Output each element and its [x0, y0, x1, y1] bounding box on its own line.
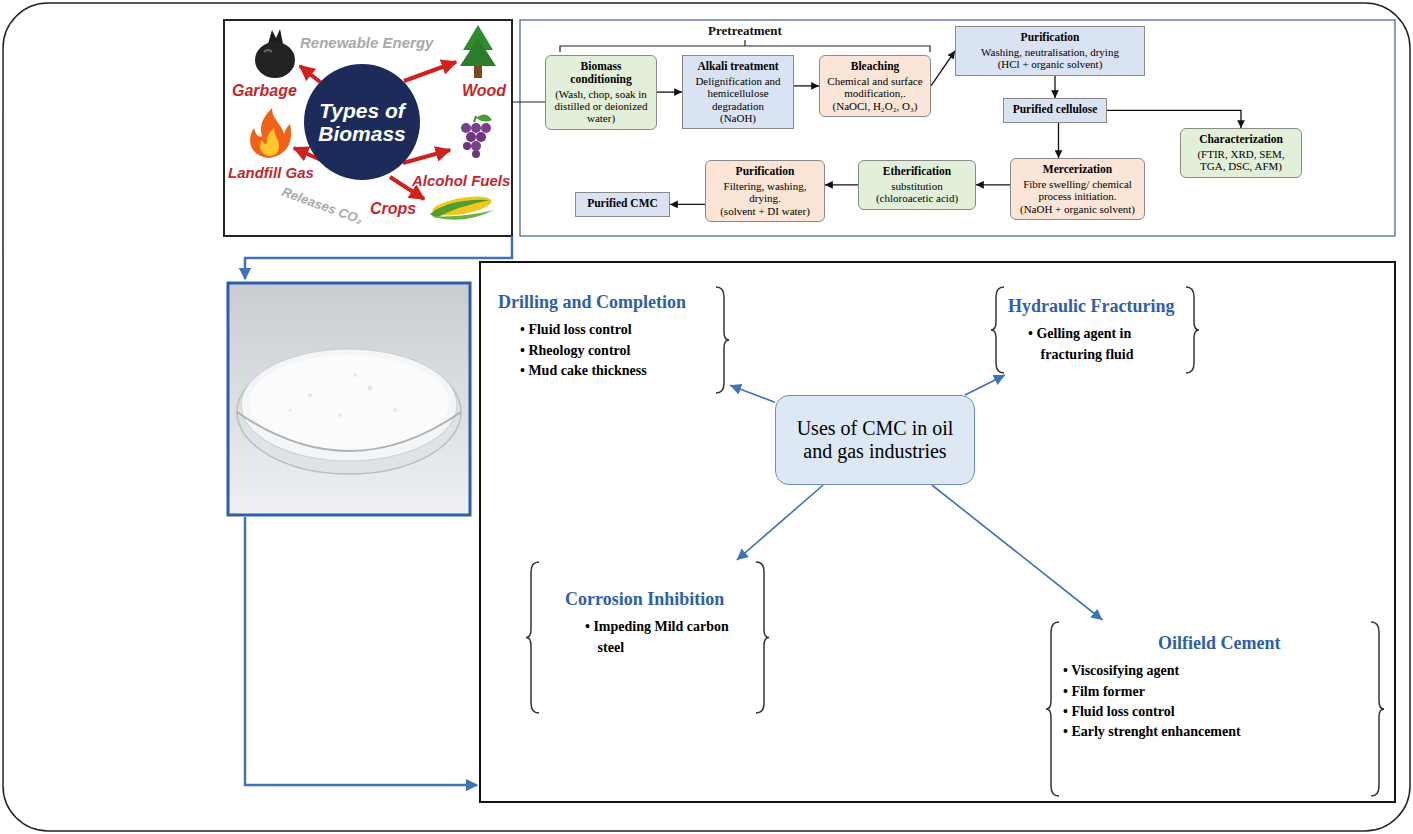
bracket-line: [991, 287, 1199, 373]
bracket-outline: [525, 560, 770, 715]
node-heading: Bleaching: [825, 60, 925, 73]
connector-arrow: [931, 51, 955, 86]
bullet-item: • Gelling agent in fracturing fluid: [1028, 324, 1182, 365]
node-heading: Characterization: [1186, 133, 1296, 146]
bullet-item: • Early strenght enhancement: [1063, 722, 1363, 742]
bracket-line: [716, 287, 729, 393]
center-box: Uses of CMC in oil and gas industries: [775, 395, 975, 485]
node-heading: Mercerization: [1016, 163, 1139, 176]
biomass-label: Landfill Gas: [228, 164, 314, 181]
node-heading: Purified cellulose: [1009, 103, 1101, 116]
process-box: PurificationWashing, neutralisation, dry…: [955, 26, 1145, 76]
connector-arrow: [1107, 110, 1241, 128]
node-text: Fibre swelling/ chemical process initiat…: [1016, 178, 1139, 203]
connector-arrow: [825, 184, 858, 185]
node-heading: Purification: [711, 165, 819, 178]
connector-arrow: [657, 91, 682, 92]
corn-icon: [430, 193, 494, 220]
node-heading: Uses of CMC in oil and gas industries: [786, 417, 964, 463]
tree-icon: [460, 25, 496, 78]
process-box: PurificationFiltering, washing, drying.(…: [705, 160, 825, 222]
node-text: Filtering, washing, drying.: [711, 180, 819, 205]
bullet-item: • Impeding Mild carbon steel: [585, 617, 752, 658]
process-box: Characterization (FTIR, XRD, SEM, TGA, DS…: [1180, 128, 1302, 178]
use-group: Drilling and Completion • Fluid loss cont…: [490, 285, 730, 395]
connector-arrow: [670, 204, 705, 205]
process-box: Alkali treatmentDelignification and hemi…: [682, 55, 794, 129]
process-box: Etherification substitution(chloroacetic …: [858, 160, 976, 210]
use-group: Hydraulic Fracturing • Gelling agent in f…: [990, 285, 1200, 375]
node-text: (NaOH + organic solvent): [1016, 203, 1139, 215]
bullet-item: • Mud cake thickness: [520, 361, 704, 381]
node-heading: Purification: [961, 31, 1139, 44]
watermark-text: Renewable Energy: [300, 34, 433, 51]
node-heading: Biomass conditioning: [551, 60, 651, 86]
use-group: Corrosion Inhibition • Impeding Mild carb…: [525, 560, 770, 715]
garbage-icon: [255, 29, 295, 78]
biomass-label: Wood: [462, 82, 506, 100]
use-group: Oilfield Cement • Viscosifying agent• Fil…: [1045, 620, 1385, 798]
node-text: (solvent + DI water): [711, 205, 819, 217]
red-arrow: [300, 66, 320, 82]
grapes-icon: [461, 114, 492, 158]
bullet-item: • Film former: [1063, 682, 1363, 702]
node-text: Delignification and hemicellulose degrad…: [688, 75, 788, 112]
biomass-label: Crops: [370, 200, 416, 218]
outer-frame: [3, 3, 1410, 831]
connector-arrow: [976, 184, 1010, 185]
process-box: BleachingChemical and surface modificati…: [819, 55, 931, 117]
node-text: (Wash, chop, soak in distilled or deioni…: [551, 88, 651, 125]
biomass-label: Garbage: [232, 82, 297, 100]
node-heading: Corrosion Inhibition: [565, 588, 752, 611]
process-box: Purified cellulose: [1003, 98, 1107, 123]
node-text: (NaOH): [688, 112, 788, 124]
process-box: Biomass conditioning(Wash, chop, soak in…: [545, 55, 657, 130]
biomass-panel: [224, 20, 512, 236]
node-text: Washing, neutralisation, drying: [961, 46, 1139, 58]
bullet-item: • Viscosifying agent: [1063, 661, 1363, 681]
node-heading: Hydraulic Fracturing: [1008, 295, 1182, 318]
fire-icon: [250, 108, 291, 158]
node-text: (chloroacetic acid): [864, 192, 970, 204]
bullet-item: • Rheology control: [520, 341, 704, 361]
connector-arrow: [932, 485, 1103, 620]
red-arrow: [404, 62, 456, 81]
node-text: (HCl + organic solvent): [961, 58, 1139, 70]
node-text: (FTIR, XRD, SEM, TGA, DSC, AFM): [1186, 148, 1296, 173]
group-label: Pretreatment: [645, 23, 845, 39]
process-box: Purified CMC: [575, 192, 670, 217]
node-text: (NaOCl, H₂O₂, O₃): [825, 100, 925, 112]
node-text: Chemical and surface modification,.: [825, 75, 925, 100]
biomass-circle: Types of Biomass: [304, 64, 420, 180]
flow-line: [245, 236, 512, 279]
process-box: MercerizationFibre swelling/ chemical pr…: [1010, 158, 1145, 220]
cmc-powder-photo: [228, 283, 470, 515]
flow-line: [245, 517, 477, 785]
biomass-label: Alcohol Fuels: [412, 172, 510, 189]
connector-arrow: [1054, 76, 1055, 99]
connector-arrow: [965, 375, 1005, 395]
uses-panel: [480, 262, 1395, 802]
node-text: substitution: [864, 180, 970, 192]
connector-arrow: [730, 385, 775, 402]
node-heading: Oilfield Cement: [1158, 632, 1363, 655]
node-heading: Purified CMC: [581, 197, 664, 210]
connector-arrow: [794, 85, 819, 86]
node-heading: Alkali treatment: [688, 60, 788, 73]
bracket-line: [1046, 622, 1384, 796]
bullet-item: • Fluid loss control: [520, 320, 704, 340]
pretreatment-bracket: [560, 40, 930, 52]
bullet-item: • Fluid loss control: [1063, 702, 1363, 722]
process-panel: [520, 20, 1395, 236]
panel-link: [512, 101, 545, 102]
connector-arrow: [1058, 123, 1059, 158]
watermark-text: Releases CO₂: [280, 184, 364, 227]
node-heading: Types of Biomass: [312, 99, 412, 145]
bracket-line: [526, 562, 769, 713]
node-heading: Etherification: [864, 165, 970, 178]
connector-arrow: [737, 485, 823, 560]
node-heading: Drilling and Completion: [498, 291, 704, 314]
